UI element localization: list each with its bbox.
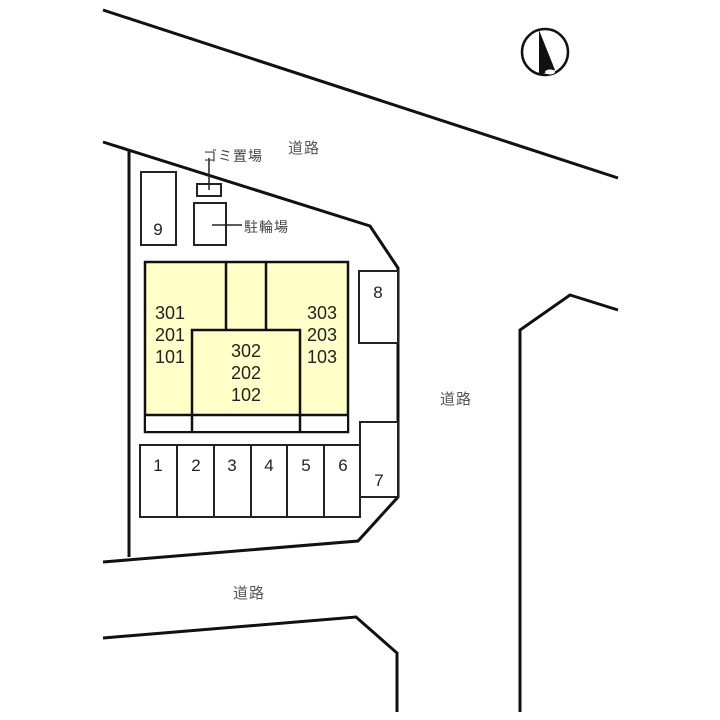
parking-label-8: 8 bbox=[373, 283, 383, 302]
north-arrow-icon bbox=[520, 27, 570, 77]
parking-label-9: 9 bbox=[153, 220, 163, 239]
unit-102: 102 bbox=[230, 385, 262, 405]
units-left: 301 201 101 bbox=[150, 302, 190, 368]
unit-302: 302 bbox=[230, 341, 262, 361]
parking-space-8 bbox=[358, 270, 399, 344]
unit-103: 103 bbox=[306, 347, 338, 367]
parking-label-3: 3 bbox=[227, 456, 237, 475]
bicycle-label: 駐輪場 bbox=[244, 220, 289, 236]
building-corridor bbox=[146, 415, 347, 431]
building-footprint bbox=[143, 260, 350, 434]
parking-label-1: 1 bbox=[153, 456, 163, 475]
unit-301: 301 bbox=[154, 303, 186, 323]
parking-row bbox=[139, 444, 361, 518]
unit-203: 203 bbox=[306, 325, 338, 345]
garbage-label: ゴミ置場 bbox=[203, 149, 263, 165]
road-label-south: 道路 bbox=[233, 584, 266, 602]
road-label-east: 道路 bbox=[440, 390, 473, 408]
parking-label-4: 4 bbox=[264, 456, 274, 475]
parking-space-9 bbox=[140, 171, 177, 246]
unit-201: 201 bbox=[154, 325, 186, 345]
parking-label-5: 5 bbox=[301, 456, 311, 475]
units-right: 303 203 103 bbox=[301, 302, 343, 368]
site-boundary bbox=[102, 140, 400, 564]
building-center-unit bbox=[190, 328, 302, 432]
units-center: 302 202 102 bbox=[225, 340, 267, 406]
unit-202: 202 bbox=[230, 363, 262, 383]
bicycle-parking bbox=[193, 202, 227, 246]
road-south-edge bbox=[102, 615, 399, 712]
parking-label-2: 2 bbox=[191, 456, 201, 475]
road-north-edge bbox=[102, 8, 619, 180]
parking-label-7: 7 bbox=[374, 471, 384, 490]
parking-label-6: 6 bbox=[338, 456, 348, 475]
road-east-edge bbox=[518, 293, 619, 712]
road-label-north: 道路 bbox=[288, 139, 321, 157]
unit-303: 303 bbox=[306, 303, 338, 323]
unit-101: 101 bbox=[154, 347, 186, 367]
